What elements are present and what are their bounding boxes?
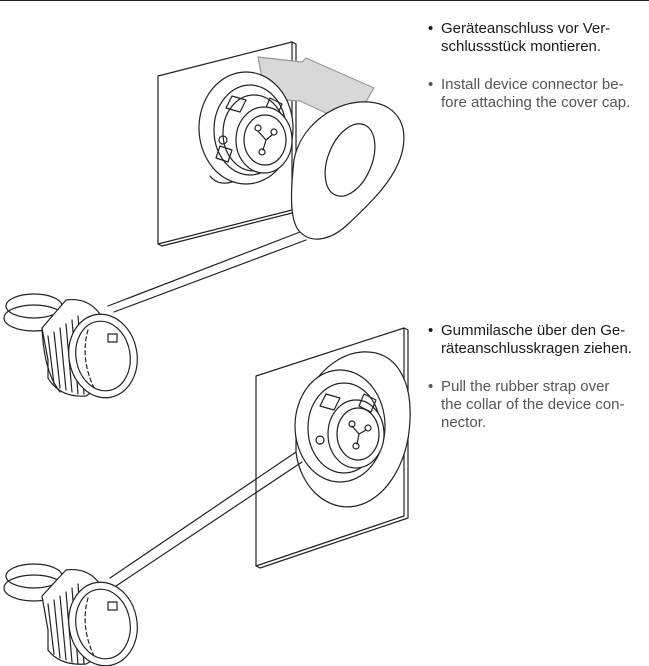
instruction-de: Geräteanschluss vor Ver- schlussstück mo… <box>428 20 646 56</box>
instruction-en: Install device connector be- fore attach… <box>428 76 646 112</box>
instruction-line: the collar of the device con- <box>441 396 625 413</box>
figure-step-2 <box>3 327 411 666</box>
cover-cap-icon <box>3 563 138 666</box>
cover-cap-icon <box>3 293 138 399</box>
top-rule <box>0 0 649 1</box>
instruction-line: nector. <box>441 414 487 431</box>
figure-step-1 <box>3 41 405 399</box>
instruction-de: Gummilasche über den Ge- räteanschlusskr… <box>428 322 646 358</box>
instruction-line: Install device connector be- <box>441 76 624 93</box>
instruction-line: fore attaching the cover cap. <box>441 94 631 111</box>
instructions-step-2: Gummilasche über den Ge- räteanschlusskr… <box>428 322 646 452</box>
instruction-line: Gummilasche über den Ge- <box>441 322 626 339</box>
instruction-line: räteanschlusskragen ziehen. <box>441 340 632 357</box>
instruction-line: Geräteanschluss vor Ver- <box>441 20 611 37</box>
instruction-line: Pull the rubber strap over <box>441 378 610 395</box>
instruction-en: Pull the rubber strap over the collar of… <box>428 378 646 432</box>
device-connector-icon <box>294 369 386 483</box>
instruction-line: schlussstück montieren. <box>441 38 602 55</box>
device-connector-icon <box>198 71 294 185</box>
instructions-step-1: Geräteanschluss vor Ver- schlussstück mo… <box>428 20 646 132</box>
rubber-strap-icon <box>107 101 405 313</box>
